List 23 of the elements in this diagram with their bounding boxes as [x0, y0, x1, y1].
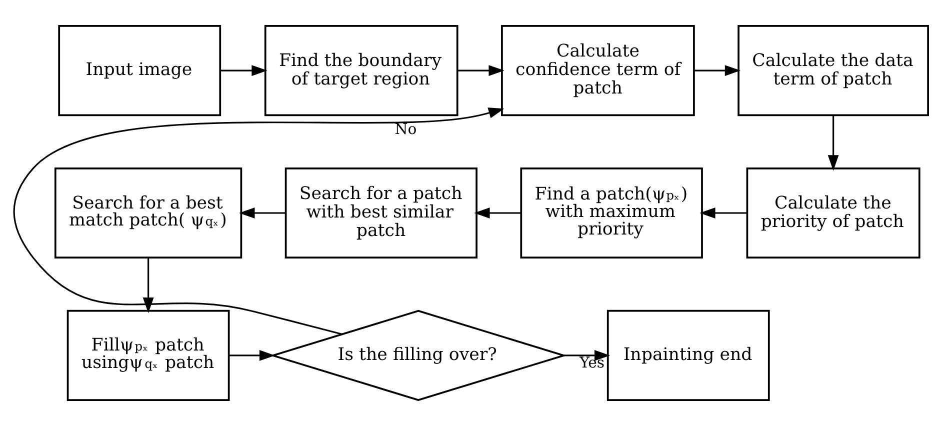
node-box: Fillψpₓ patch usingψqₓ patch [66, 310, 230, 401]
edge-label: No [394, 120, 417, 138]
arrow [229, 350, 276, 361]
arrow [474, 208, 521, 218]
edge-label: Yes [580, 353, 605, 372]
arrow [142, 258, 154, 314]
node-box: Calculate the priority of patch [746, 167, 920, 259]
arrow [700, 208, 748, 218]
arrow [828, 115, 839, 171]
arrow [457, 65, 504, 76]
node-box: Find the boundary of target region [264, 25, 458, 116]
arrow [239, 208, 286, 218]
arrow [564, 350, 610, 361]
node-box: Input image [58, 25, 222, 116]
node-box: Find a patch(ψpₓ) with maximum priority [520, 167, 703, 259]
node-box: Calculate confidence term of patch [501, 25, 695, 116]
node-box: Inpainting end [606, 310, 770, 401]
node-box: Search for a best match patch( ψqₓ) [54, 167, 242, 259]
arrow [694, 65, 741, 76]
node-box: Search for a patch with best similar patch [284, 167, 478, 259]
arrow [13, 108, 504, 335]
arrow [220, 65, 268, 76]
node-box: Calculate the data term of patch [738, 25, 929, 116]
